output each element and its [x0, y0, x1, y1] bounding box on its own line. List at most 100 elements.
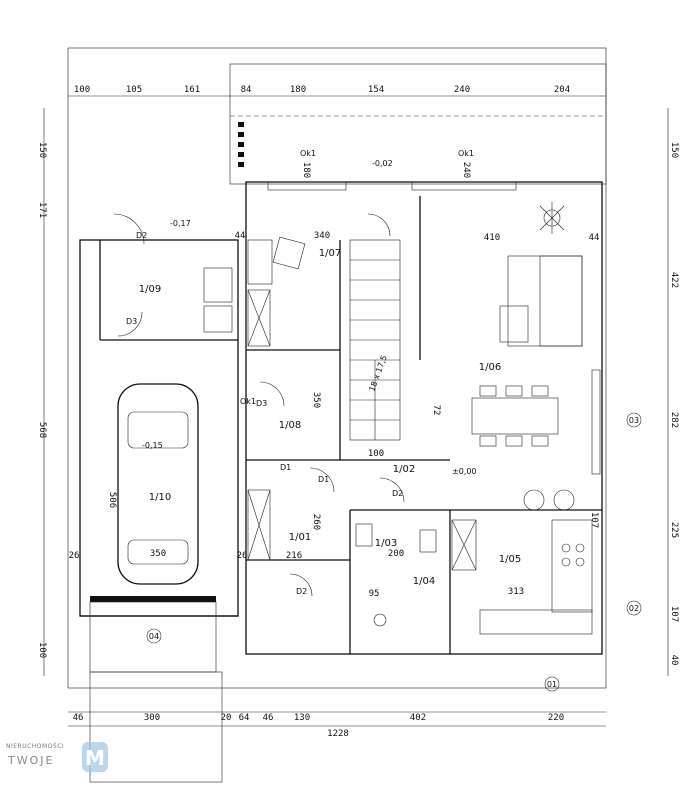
dim-right-5: 107: [669, 606, 679, 622]
okno-label-2: Ok1: [458, 149, 474, 158]
inner-dim-j: 350: [150, 549, 166, 559]
room-label-102: 1/02: [393, 464, 415, 475]
terrace-area: [229, 63, 607, 185]
door-label-3: D3: [256, 399, 267, 408]
door-label-4: D1: [280, 463, 291, 472]
okno-label-3: Ok1: [240, 397, 256, 406]
inner-dim-o: 72: [431, 405, 441, 416]
dim-bottom-2: 300: [144, 713, 160, 723]
room-label-109: 1/09: [139, 284, 161, 295]
watermark-badge-letter: M: [85, 746, 105, 770]
coffee-table-icon: [499, 305, 529, 343]
inner-dim-s: 26: [237, 551, 248, 561]
inner-dim-k: 200: [388, 549, 404, 559]
window-top-1: [267, 181, 347, 191]
marker-03: [626, 412, 642, 428]
dim-bottom-4: 64: [239, 713, 250, 723]
inner-dim-d: 260: [311, 514, 321, 530]
inner-dim-c: 350: [311, 392, 321, 408]
inner-dim-i: 506: [107, 492, 117, 508]
boiler-icon: [203, 267, 233, 333]
dim-right-1: 150: [669, 142, 679, 158]
dim-top-1: 100: [74, 85, 90, 95]
dim-top-6: 154: [368, 85, 384, 95]
marker-03-label: 03: [629, 416, 639, 425]
marker-04-label: 04: [149, 632, 159, 641]
dim-left-2: 171: [37, 202, 47, 218]
marker-02-label: 02: [629, 604, 639, 613]
room-label-107: 1/07: [319, 248, 341, 259]
door-swing-4: [259, 381, 285, 407]
watermark-badge: [82, 742, 108, 772]
room-label-110: 1/10: [149, 492, 171, 503]
kitchen-counter-icon: [479, 519, 593, 635]
dim-top-8: 204: [554, 85, 570, 95]
inner-dim-a: 340: [314, 231, 330, 241]
dim-left-1: 150: [37, 142, 47, 158]
window-top-2: [411, 181, 517, 191]
dim-left-4: 100: [37, 642, 47, 658]
door-label-1: D2: [136, 231, 147, 240]
inner-dim-r: 26: [69, 551, 80, 561]
dim-bottom-8: 220: [548, 713, 564, 723]
vents-icon: [238, 122, 244, 167]
dim-bottom-6: 130: [294, 713, 310, 723]
level-1: -0,02: [372, 159, 393, 168]
dim-bottom-total: 1228: [327, 729, 349, 739]
door-swing-2: [367, 213, 391, 237]
dim-top-7: 240: [454, 85, 470, 95]
wardrobe-icon: [247, 289, 477, 571]
dim-bottom-1: 46: [73, 713, 84, 723]
door-swing-3: [117, 311, 143, 337]
inner-dim-g: 313: [508, 587, 524, 597]
dim-right-3: 282: [669, 412, 679, 428]
door-label-6: D2: [392, 489, 403, 498]
garage-outline: [79, 239, 239, 617]
dim-right-2: 422: [669, 272, 679, 288]
room-label-103: 1/03: [375, 538, 397, 549]
door-swing-7: [289, 573, 313, 597]
entry-path: [89, 671, 223, 783]
dim-right-6: 40: [669, 655, 679, 666]
desk-icon: [247, 236, 306, 285]
watermark-big-text: TWOJE: [7, 754, 54, 767]
sofa-icon: [507, 255, 583, 347]
door-swing-1: [113, 213, 145, 245]
dim-left-3: 568: [37, 422, 47, 438]
inner-dim-p: 44: [235, 231, 246, 241]
dim-top-3: 161: [184, 85, 200, 95]
room-label-108: 1/08: [279, 420, 301, 431]
level-3: ±0,00: [452, 467, 477, 476]
dim-bottom-3: 20: [221, 713, 232, 723]
inner-dim-b: 410: [484, 233, 500, 243]
room-label-101: 1/01: [289, 532, 311, 543]
room-label-104: 1/04: [413, 576, 435, 587]
dim-bottom-5: 46: [263, 713, 274, 723]
marker-02: [626, 600, 642, 616]
dining-table-icon: [471, 385, 559, 447]
dim-top-4: 84: [241, 85, 252, 95]
inner-dim-n: 240: [461, 162, 471, 178]
okno-label-1: Ok1: [300, 149, 316, 158]
marker-01: [544, 676, 560, 692]
inner-dim-e: 100: [368, 449, 384, 459]
marker-04: [146, 628, 162, 644]
window-side: [591, 369, 601, 475]
door-swing-6: [379, 477, 405, 503]
level-4: -0,15: [142, 441, 163, 450]
inner-dim-h: 95: [369, 589, 380, 599]
inner-dim-q: 44: [589, 233, 600, 243]
level-2: -0,17: [170, 219, 191, 228]
watermark-small-text: NIERUCHOMOŚCI: [6, 743, 64, 750]
door-label-7: D2: [296, 587, 307, 596]
door-label-5: D1: [318, 475, 329, 484]
inner-dim-f: 216: [286, 551, 302, 561]
inner-dim-l: 107: [589, 512, 599, 528]
door-swing-5: [309, 467, 335, 493]
inner-dim-m: 180: [301, 162, 311, 178]
dim-top-2: 105: [126, 85, 142, 95]
bar-stools-icon: [523, 489, 575, 511]
bathroom-fixtures-icon: [355, 523, 437, 627]
staircase: [349, 239, 401, 441]
